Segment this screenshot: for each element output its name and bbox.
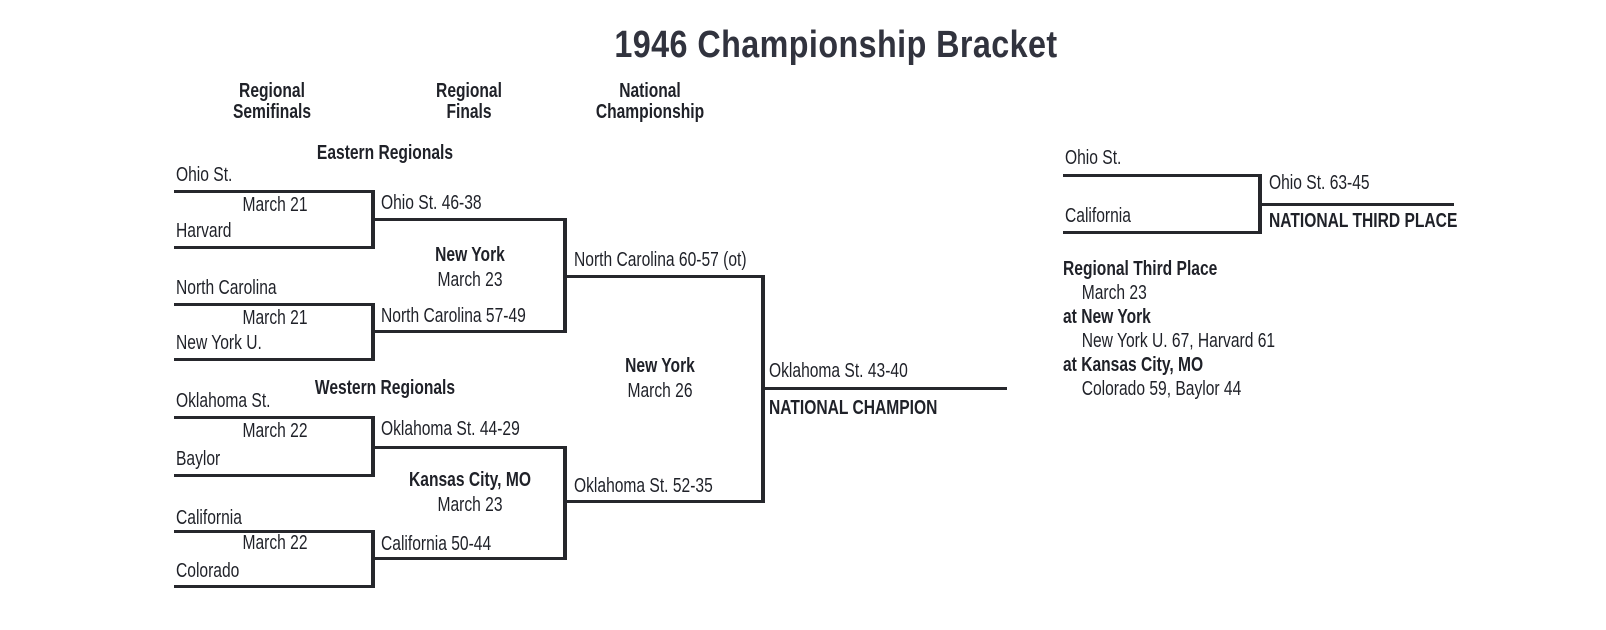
national-third-place-label: NATIONAL THIRD PLACE bbox=[1269, 210, 1458, 232]
east-match1-team1-label: Ohio St. bbox=[176, 164, 233, 186]
championship-winner-line bbox=[761, 387, 1007, 390]
west-match1-bottom-line bbox=[174, 474, 375, 477]
column-header-regional-semifinals: Regional Semifinals bbox=[232, 80, 312, 123]
west-match2-bottom-line bbox=[174, 585, 375, 588]
eastern-regionals-header: Eastern Regionals bbox=[316, 142, 454, 164]
east-match1-winner-label: Ohio St. 46-38 bbox=[381, 192, 482, 214]
regional-third-place-venue-west: at Kansas City, MO bbox=[1063, 354, 1204, 376]
regional-third-place-date: March 23 bbox=[1081, 282, 1147, 304]
regional-third-place-header: Regional Third Place bbox=[1063, 258, 1218, 280]
national-champion-label: NATIONAL CHAMPION bbox=[769, 397, 938, 419]
west-match1-date-label: March 22 bbox=[242, 420, 308, 442]
east-regional-final-winner-line bbox=[563, 275, 765, 278]
west-match1-winner-label: Oklahoma St. 44-29 bbox=[381, 418, 520, 440]
east-match2-bottom-line bbox=[174, 358, 375, 361]
column-header-national-championship: National Championship bbox=[595, 80, 705, 123]
third-place-winner-label: Ohio St. 63-45 bbox=[1269, 172, 1370, 194]
regional-third-place-result-west: Colorado 59, Baylor 44 bbox=[1081, 378, 1242, 400]
third-place-top-line bbox=[1063, 174, 1262, 177]
west-match2-winner-label: California 50-44 bbox=[381, 533, 492, 555]
championship-date-label: March 26 bbox=[627, 380, 693, 402]
west-match1-team2-label: Baylor bbox=[176, 448, 221, 470]
east-match2-date-label: March 21 bbox=[242, 307, 308, 329]
championship-venue-label: New York bbox=[625, 355, 695, 377]
east-match1-date-label: March 21 bbox=[242, 194, 308, 216]
west-match2-winner-line bbox=[371, 557, 567, 560]
west-regional-final-vertical-line bbox=[563, 446, 567, 560]
east-match2-team1-label: North Carolina bbox=[176, 277, 277, 299]
east-match2-team2-label: New York U. bbox=[176, 332, 262, 354]
west-match2-team2-label: Colorado bbox=[176, 560, 240, 582]
east-match1-top-line bbox=[174, 190, 375, 193]
east-match2-winner-line bbox=[371, 330, 567, 333]
column-header-regional-finals: Regional Finals bbox=[436, 80, 502, 123]
page-title: 1946 Championship Bracket bbox=[614, 24, 1058, 66]
west-match1-team1-label: Oklahoma St. bbox=[176, 390, 271, 412]
third-place-team2-label: California bbox=[1065, 205, 1131, 227]
west-match2-top-line bbox=[174, 530, 375, 533]
west-match1-top-line bbox=[174, 416, 375, 419]
third-place-team1-label: Ohio St. bbox=[1065, 147, 1122, 169]
west-regional-final-venue-label: Kansas City, MO bbox=[409, 469, 531, 491]
west-regional-final-date-label: March 23 bbox=[437, 494, 503, 516]
championship-winner-label: Oklahoma St. 43-40 bbox=[769, 360, 908, 382]
third-place-bottom-line bbox=[1063, 231, 1262, 234]
western-regionals-header: Western Regionals bbox=[314, 377, 456, 399]
west-match2-date-label: March 22 bbox=[242, 532, 308, 554]
west-regional-final-winner-line bbox=[563, 500, 765, 503]
east-match1-team2-label: Harvard bbox=[176, 220, 232, 242]
east-match2-winner-label: North Carolina 57-49 bbox=[381, 305, 526, 327]
west-match1-winner-line bbox=[371, 446, 567, 449]
east-match1-winner-line bbox=[371, 218, 567, 221]
regional-third-place-venue-east: at New York bbox=[1063, 306, 1151, 328]
third-place-winner-line bbox=[1258, 203, 1454, 206]
east-match1-bottom-line bbox=[174, 246, 375, 249]
east-match2-top-line bbox=[174, 303, 375, 306]
west-regional-final-winner-label: Oklahoma St. 52-35 bbox=[574, 475, 713, 497]
east-regional-final-date-label: March 23 bbox=[437, 269, 503, 291]
east-regional-final-winner-label: North Carolina 60-57 (ot) bbox=[574, 249, 747, 271]
west-match2-team1-label: California bbox=[176, 507, 242, 529]
regional-third-place-block: Regional Third Place March 23 at New Yor… bbox=[1063, 257, 1275, 401]
regional-third-place-result-east: New York U. 67, Harvard 61 bbox=[1081, 330, 1276, 352]
east-regional-final-venue-label: New York bbox=[435, 244, 505, 266]
